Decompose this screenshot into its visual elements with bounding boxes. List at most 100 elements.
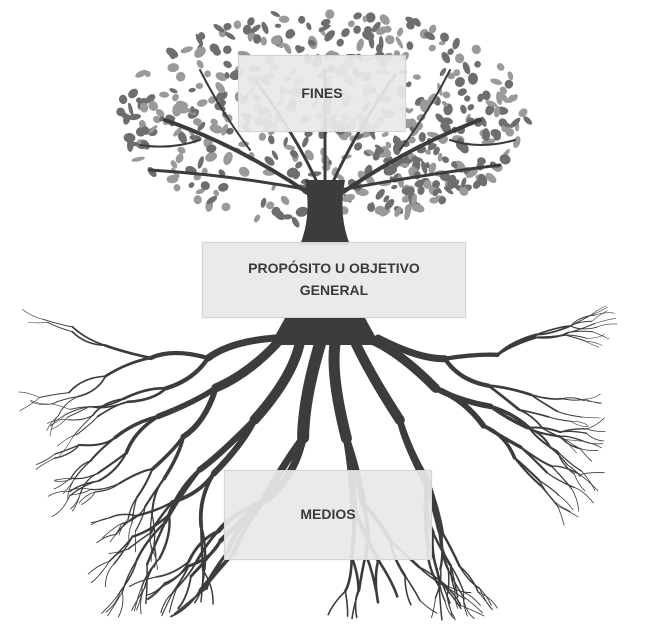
leaf [384,34,395,45]
root [479,588,491,605]
root [376,560,378,602]
leaf [454,53,465,64]
root [463,592,467,616]
leaf [406,41,414,50]
root [40,393,70,398]
leaf [394,36,404,50]
leaf [339,26,351,38]
leaf [442,91,452,100]
proposito-label-line2: GENERAL [248,280,420,302]
root [586,433,603,441]
leaf [396,27,405,38]
leaf [193,194,203,205]
root [303,344,320,438]
root [549,417,571,421]
leaf [195,83,203,90]
leaf [270,10,281,18]
root [597,324,618,327]
leaf [507,71,515,81]
leaf [146,165,159,178]
fines-label: FINES [301,83,342,105]
leaf [260,197,268,208]
leaf [169,87,179,94]
root [378,560,397,596]
leaf [174,70,187,83]
leaf [237,165,251,179]
leaf [222,151,235,167]
leaf [217,182,230,193]
leaf [355,38,365,52]
root [558,506,578,517]
root [19,392,40,397]
root [498,337,536,354]
root [592,311,608,322]
leaf [260,21,270,35]
root [585,341,602,346]
root [436,388,484,425]
leaf [437,153,442,162]
medios-label: MEDIOS [300,504,355,526]
root [595,313,614,315]
root [561,431,587,433]
root [587,429,606,432]
root [328,591,345,614]
root [591,306,606,315]
root [447,597,452,617]
root [91,561,109,582]
leaf [221,202,231,211]
leaf [222,44,233,55]
root [166,358,208,388]
root [73,415,93,436]
root [214,420,255,474]
root [595,318,616,323]
root [582,417,600,418]
root [201,473,214,526]
root [585,394,601,399]
leaf [275,24,281,28]
medios-box: MEDIOS [224,470,432,560]
leaf [118,94,128,105]
leaf [405,80,413,88]
root [478,592,497,608]
leaf [428,44,437,53]
leaf [180,45,194,55]
root [151,353,208,358]
leaf [490,77,503,86]
leaf [123,132,136,143]
root [345,557,351,592]
leaf [461,61,472,75]
branch [140,140,200,147]
leaf [468,73,478,85]
leaf [413,74,422,81]
root [583,441,602,448]
leaf [473,60,482,69]
root [146,585,165,600]
root [584,401,601,403]
root [43,319,73,327]
leaf [391,184,398,190]
leaf [233,20,241,29]
root [445,355,498,359]
leaf [260,37,267,46]
leaf [204,70,211,77]
root [519,410,549,417]
leaf [279,194,291,206]
root [79,437,115,445]
leaf [222,59,233,69]
root [580,449,598,451]
root [571,489,578,512]
root [52,397,78,404]
leaf [196,98,209,108]
root [175,590,204,614]
root [432,598,436,618]
leaf [131,156,145,163]
root [52,404,70,410]
leaf [173,183,181,191]
root [106,358,151,376]
root [521,447,552,466]
leaf [335,37,345,48]
root [105,345,151,358]
leaf [187,181,195,189]
proposito-box: PROPÓSITO U OBJETIVO GENERAL [202,242,466,318]
